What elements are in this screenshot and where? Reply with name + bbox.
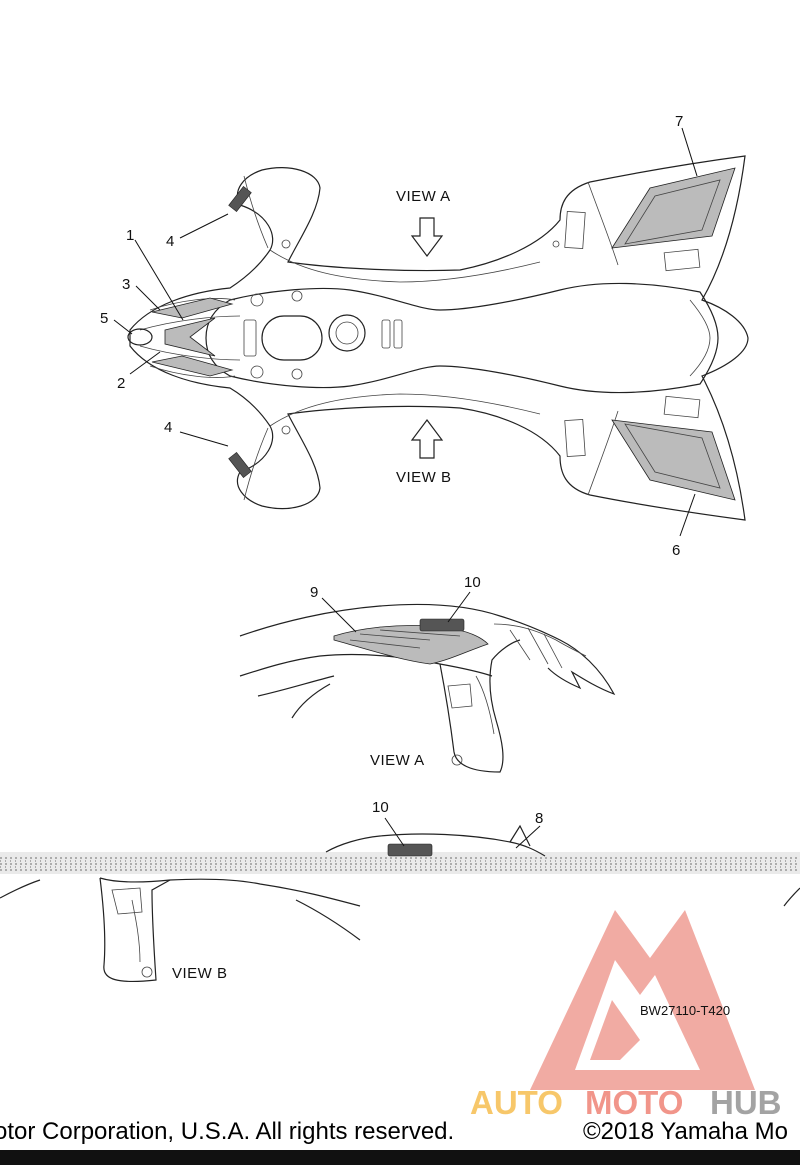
- bottom-band: [0, 1150, 800, 1165]
- scan-noise-band: [0, 852, 800, 874]
- decal-1: [164, 317, 216, 357]
- decal-4-bottom: [228, 452, 252, 478]
- view-a-arrow: [410, 217, 444, 257]
- fuel-cap: [328, 314, 366, 352]
- callout-6: 6: [672, 542, 680, 559]
- callout-3: 3: [122, 276, 130, 293]
- fender-a: [439, 639, 521, 773]
- callout-2: 2: [117, 375, 125, 392]
- fender-b: [99, 877, 171, 983]
- copyright-right: ©2018 Yamaha Mo: [583, 1118, 788, 1145]
- logo-text-moto: MOTO: [585, 1084, 683, 1121]
- view-a-label-detail: VIEW A: [370, 752, 425, 769]
- handlebar-pad: [261, 315, 323, 361]
- callout-5: 5: [100, 310, 108, 327]
- callout-4-top: 4: [166, 233, 174, 250]
- decal-3: [151, 297, 234, 319]
- decal-10-a: [419, 618, 465, 632]
- copyright-footer: otor Corporation, U.S.A. All rights rese…: [0, 1112, 800, 1150]
- seat-outline: [205, 282, 719, 394]
- decal-7: [611, 167, 736, 249]
- headlight: [127, 328, 153, 346]
- logo-text-hub: HUB: [710, 1084, 782, 1121]
- automotohub-logo: AUTO MOTO HUB: [470, 910, 782, 1121]
- view-b-arrow: [410, 419, 444, 459]
- view-b-label-detail: VIEW B: [172, 965, 228, 982]
- decal-10-b: [387, 843, 433, 857]
- view-a-label-top: VIEW A: [396, 188, 451, 205]
- callout-9: 9: [310, 584, 318, 601]
- body-outline: [129, 155, 749, 521]
- detail-view-b: 10 8 VIEW B: [0, 799, 800, 983]
- view-b-label-top: VIEW B: [396, 469, 452, 486]
- decal-2: [151, 355, 234, 377]
- logo-text-auto: AUTO: [470, 1084, 563, 1121]
- decal-9: [333, 625, 489, 665]
- copyright-left: otor Corporation, U.S.A. All rights rese…: [0, 1118, 455, 1145]
- callout-10-a: 10: [464, 574, 481, 591]
- decal-4-top: [228, 186, 252, 212]
- decal-6: [611, 419, 736, 501]
- callout-10-b: 10: [372, 799, 389, 816]
- callout-7: 7: [675, 113, 683, 130]
- callout-8: 8: [535, 810, 543, 827]
- callout-4-bottom: 4: [164, 419, 172, 436]
- detail-view-a: 9 10 VIEW A: [239, 574, 616, 773]
- atv-top-view: 1 2 3 4 4 5 6 7 VIEW A VIEW B: [100, 113, 749, 559]
- drawing-code: BW27110-T420: [640, 1003, 730, 1018]
- callout-1: 1: [126, 227, 134, 244]
